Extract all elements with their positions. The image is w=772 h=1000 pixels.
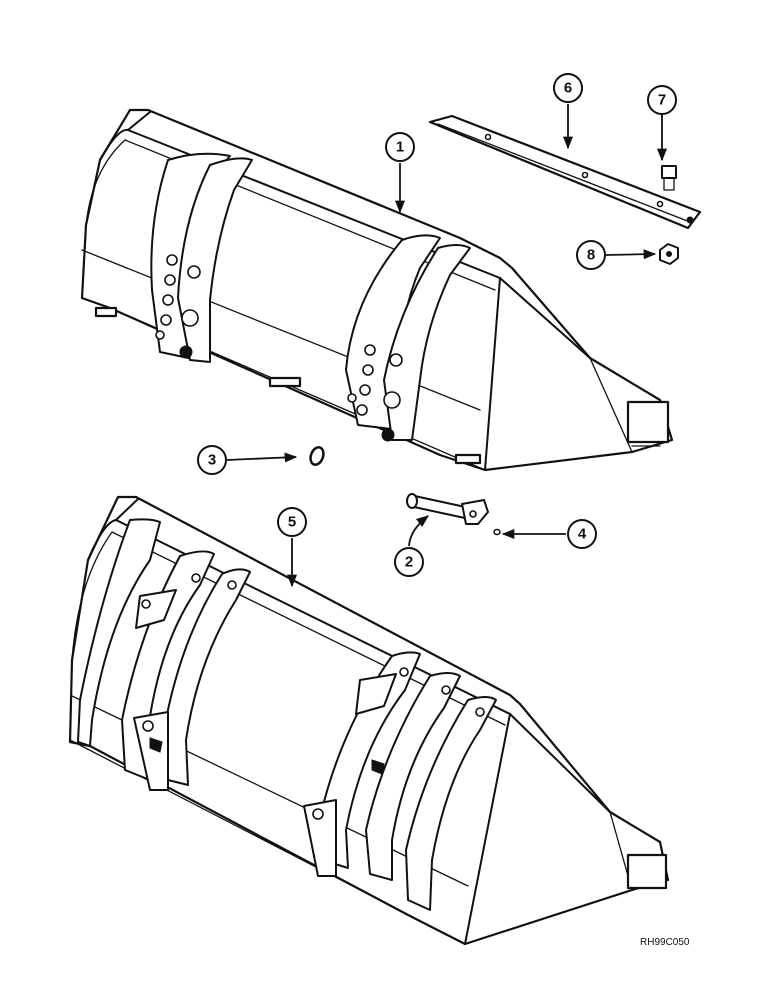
mount-bracket-left bbox=[150, 152, 253, 363]
o-ring bbox=[309, 446, 325, 466]
lock-pin bbox=[493, 528, 501, 536]
reference-code: RH99C050 bbox=[640, 937, 690, 948]
bolt bbox=[661, 165, 677, 191]
mount-bracket-right bbox=[345, 234, 471, 442]
callout-7: 7 bbox=[647, 85, 677, 115]
svg-text:3: 3 bbox=[208, 452, 216, 469]
callout-1: 1 bbox=[385, 132, 415, 162]
svg-text:5: 5 bbox=[288, 514, 296, 531]
leader-lines bbox=[226, 104, 668, 588]
callout-5: 5 bbox=[277, 507, 307, 537]
bucket-lower bbox=[68, 495, 670, 946]
svg-text:7: 7 bbox=[658, 92, 666, 109]
pivot-pin bbox=[406, 493, 489, 525]
svg-text:2: 2 bbox=[405, 554, 413, 571]
cutting-edge-strip bbox=[428, 114, 702, 230]
callout-6: 6 bbox=[553, 73, 583, 103]
callout-4: 4 bbox=[567, 519, 597, 549]
callout-8: 8 bbox=[576, 240, 606, 270]
svg-text:6: 6 bbox=[564, 80, 572, 97]
callout-3: 3 bbox=[197, 445, 227, 475]
svg-text:4: 4 bbox=[578, 526, 587, 543]
svg-text:8: 8 bbox=[587, 247, 595, 264]
nut bbox=[659, 243, 679, 265]
svg-text:1: 1 bbox=[396, 139, 404, 156]
bucket-upper bbox=[80, 108, 674, 472]
callout-2: 2 bbox=[394, 547, 424, 577]
